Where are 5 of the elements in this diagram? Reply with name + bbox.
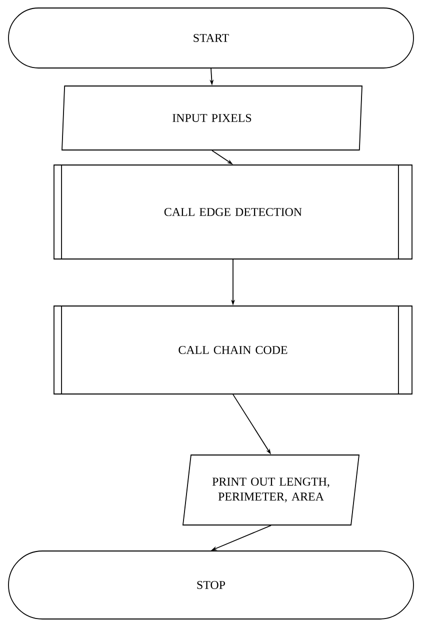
input-output-parallelogram: INPUT PIXELS — [62, 86, 362, 150]
terminal-box: START — [8, 8, 414, 68]
subroutine-box: CALL EDGE DETECTION — [54, 164, 412, 260]
terminal-box: STOP — [8, 550, 414, 620]
subroutine-box: CALL CHAIN CODE — [54, 305, 412, 395]
